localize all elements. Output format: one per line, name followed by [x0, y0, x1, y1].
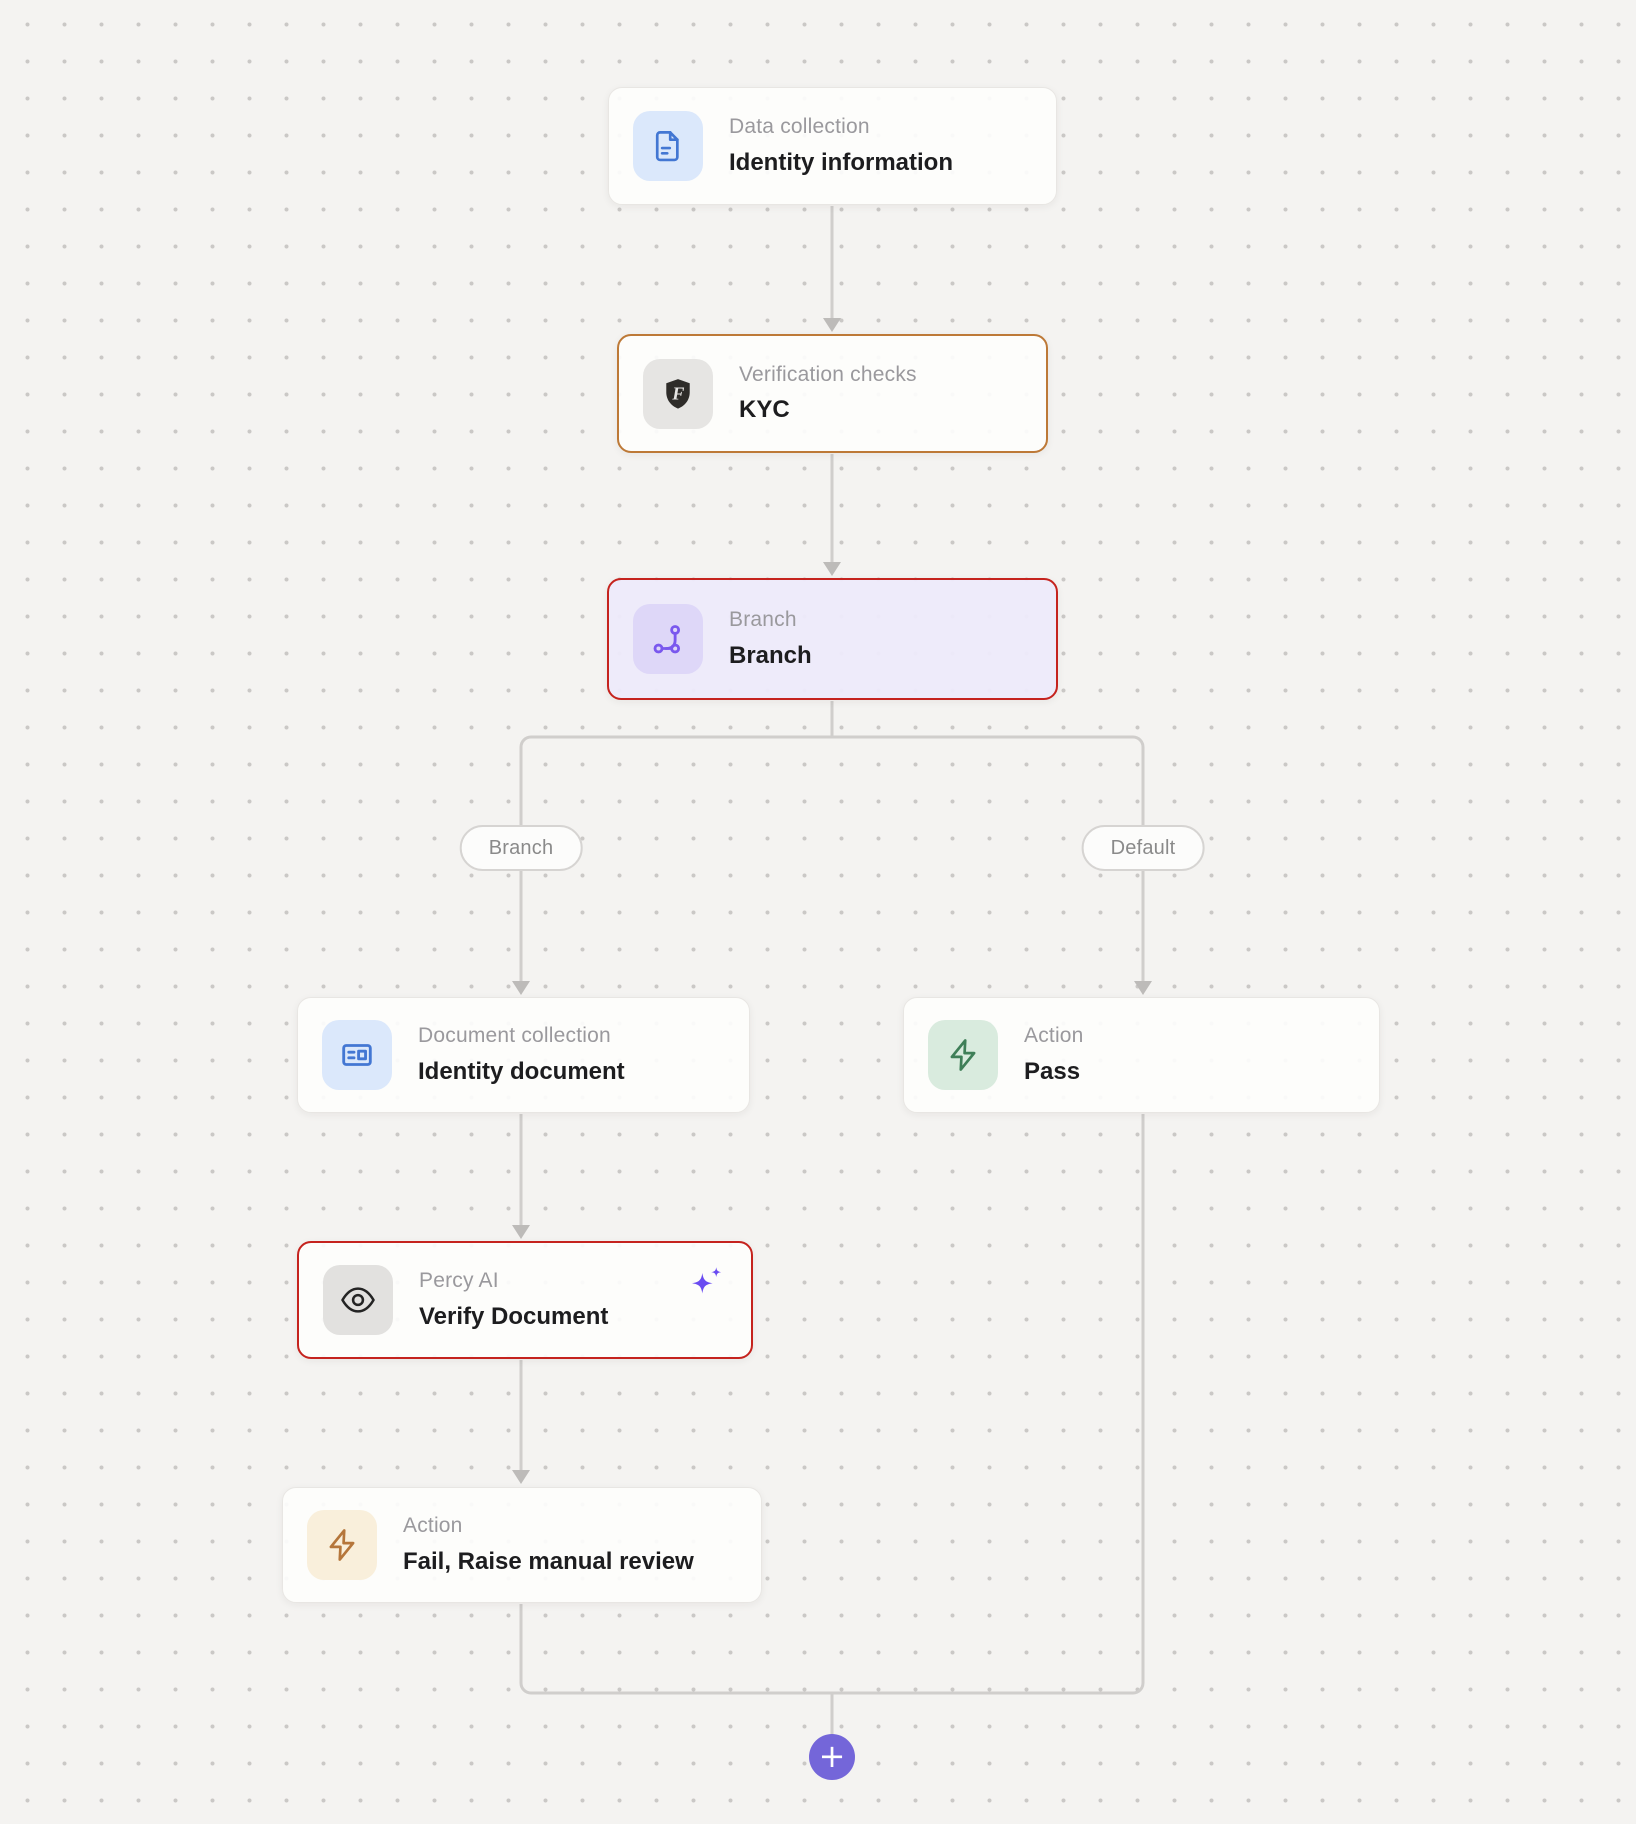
- node-action-fail[interactable]: Action Fail, Raise manual review: [282, 1487, 762, 1603]
- sparkle-icon: [687, 1265, 725, 1303]
- node-title: Identity document: [418, 1057, 625, 1085]
- node-type-label: Data collection: [729, 115, 870, 139]
- node-title: Fail, Raise manual review: [403, 1547, 694, 1575]
- node-type-label: Verification checks: [739, 362, 917, 386]
- svg-text:F: F: [671, 383, 684, 403]
- node-type-label: Branch: [729, 608, 797, 632]
- edge-branch-right: [832, 735, 1145, 982]
- node-data-collection[interactable]: Data collection Identity information: [608, 87, 1057, 205]
- bolt-icon: [307, 1510, 377, 1580]
- arrowhead-icon: [512, 1470, 530, 1484]
- node-type-label: Action: [1024, 1024, 1084, 1048]
- edge-merge-right: [1132, 1114, 1145, 1695]
- node-type-label: Action: [403, 1514, 463, 1538]
- node-document-collection[interactable]: Document collection Identity document: [297, 997, 750, 1113]
- arrowhead-icon: [512, 981, 530, 995]
- node-branch[interactable]: Branch Branch: [607, 578, 1058, 700]
- bolt-icon: [928, 1020, 998, 1090]
- node-percy-ai-verify[interactable]: Percy AI Verify Document: [297, 1241, 753, 1359]
- document-icon: [633, 111, 703, 181]
- arrowhead-icon: [823, 318, 841, 332]
- eye-icon: [323, 1265, 393, 1335]
- node-title: Verify Document: [419, 1302, 609, 1330]
- edge-branch-left: [519, 735, 832, 982]
- edge-label-default[interactable]: Default: [1081, 825, 1205, 871]
- branch-icon: [633, 604, 703, 674]
- node-action-pass[interactable]: Action Pass: [903, 997, 1380, 1113]
- arrowhead-icon: [823, 562, 841, 576]
- node-title: Identity information: [729, 148, 953, 176]
- edge-merge-left: [519, 1604, 1133, 1695]
- node-type-label: Document collection: [418, 1024, 611, 1048]
- edge-label-branch[interactable]: Branch: [459, 825, 583, 871]
- arrowhead-icon: [512, 1225, 530, 1239]
- node-verification-checks[interactable]: F Verification checks KYC: [617, 334, 1048, 453]
- add-node-button[interactable]: +: [809, 1734, 855, 1780]
- shield-f-icon: F: [643, 358, 713, 429]
- node-title: KYC: [739, 396, 790, 424]
- node-title: Branch: [729, 641, 812, 669]
- id-card-icon: [322, 1020, 392, 1090]
- node-title: Pass: [1024, 1057, 1081, 1085]
- arrowhead-icon: [1134, 981, 1152, 995]
- node-type-label: Percy AI: [419, 1269, 499, 1293]
